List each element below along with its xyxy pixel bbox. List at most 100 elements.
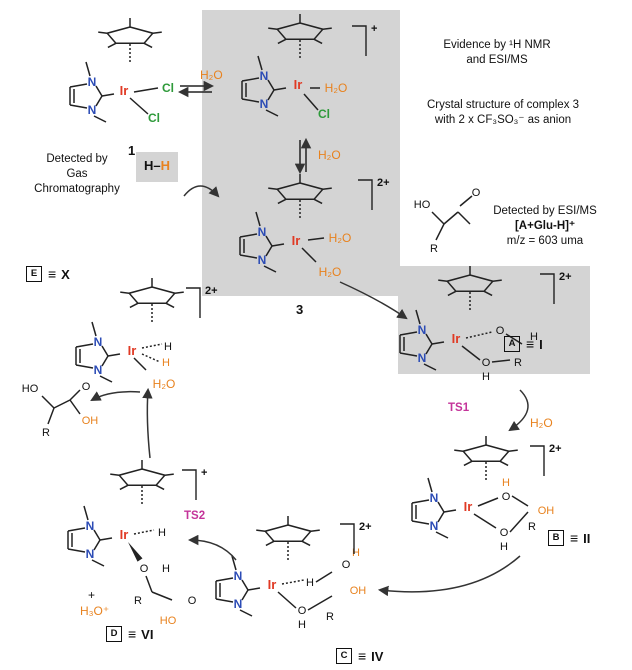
chloride-atom: Cl [318, 107, 330, 121]
cp-methyl-bond [492, 279, 502, 282]
cp-star-ring [127, 286, 177, 305]
intermediate-b-label: B ≡ II [548, 530, 590, 546]
cp-methyl-bond [313, 38, 323, 45]
hydrogen-atom: H [158, 527, 166, 539]
water-equilibrium-label: H₂O [200, 68, 223, 82]
oxygen-atom: O [500, 527, 509, 539]
esi-detection-line2: [A+Glu-H]⁺ [514, 220, 576, 232]
hydrogen-atom: H [298, 619, 306, 631]
cp-methyl-bond [447, 290, 457, 297]
cp-methyl-bond [256, 529, 266, 532]
intermediate-e-box: E [26, 266, 42, 282]
nitrogen-atom: N [86, 519, 95, 533]
compound-3-number: 3 [296, 302, 304, 317]
charge-bracket [358, 179, 373, 210]
iridium-atom: Ir [120, 83, 129, 98]
nhc-bond [241, 77, 260, 82]
nitrogen-atom: N [88, 75, 97, 89]
compound-1-number: 1 [128, 143, 136, 158]
nhc-bond [69, 83, 88, 88]
hydrogen-atom: H [502, 477, 510, 489]
nitrogen-atom: N [86, 547, 95, 561]
carbonyl-bond [459, 195, 473, 207]
equiv-symbol-c: ≡ [358, 648, 366, 664]
ir-water-bond [307, 237, 325, 241]
cp-methyl-bond [107, 42, 117, 49]
substrate-bond [431, 211, 445, 225]
cp-methyl-bond [454, 449, 464, 452]
nhc-bond [241, 589, 249, 601]
chloride-atom: Cl [148, 111, 160, 125]
complex-charge: + [201, 467, 207, 479]
nitrogen-atom: N [258, 253, 267, 267]
ir-cl-bond [133, 87, 159, 93]
charge-bracket [186, 287, 201, 318]
hydrogen-atom: H [306, 577, 314, 589]
equiv-symbol-a: ≡ [526, 336, 534, 352]
cp-methyl-bond [310, 529, 320, 532]
cp-methyl-bond [265, 540, 275, 547]
ir-o-bond [277, 591, 297, 609]
esi-detection-line1: Detected by ESI/MS [493, 205, 597, 217]
cp-methyl-bond [322, 187, 332, 190]
esi-detection-note: Detected by ESI/MS [A+Glu-H]⁺ m/z = 603 … [480, 204, 610, 249]
equiv-symbol-e: ≡ [48, 266, 56, 282]
ir-carbene-bond [431, 341, 445, 345]
oxygen-atom: O [140, 563, 149, 575]
cp-star-ring [275, 22, 325, 41]
crystal-structure-line2: with 2 x CF₃SO₃⁻ as anion [434, 114, 572, 126]
cp-methyl-bond [268, 187, 278, 190]
arrow-c-to-d [187, 534, 237, 561]
carboxyl-hydroxyl: HO [160, 615, 177, 627]
hydrogen-atom: H [162, 357, 170, 369]
nmr-evidence-line2: and ESI/MS [466, 54, 528, 66]
cp-methyl-bond [119, 484, 129, 491]
complex-charge: + [371, 23, 377, 35]
hydrogen-atom: H [482, 371, 490, 383]
charge-bracket [352, 25, 367, 56]
cp-methyl-bond [174, 291, 184, 294]
nhc-bond [399, 331, 418, 336]
carbonyl-bond [69, 389, 81, 401]
nhc-bond [101, 355, 109, 367]
intermediate-d-roman: VI [141, 626, 154, 642]
substrate-bond [457, 211, 471, 225]
hydroxyl-group: HO [22, 383, 39, 395]
nitrogen-atom: N [234, 597, 243, 611]
nitrogen-atom: N [88, 103, 97, 117]
nhc-bond [95, 85, 103, 97]
gc-detection-note: Detected by Gas Chromatography [24, 152, 130, 197]
iridium-atom: Ir [294, 77, 303, 92]
arrow-e-h2-release [183, 185, 220, 198]
hydrogen-atom: H [500, 541, 508, 553]
oxygen-atom: O [502, 491, 511, 503]
hydronium-label: H₃O⁺ [80, 604, 110, 618]
oxygen-atom: O [472, 187, 481, 199]
r-group: R [42, 427, 50, 439]
cp-methyl-bond [438, 279, 448, 282]
nhc-bond [101, 345, 109, 357]
ir-h-dashed [141, 353, 161, 363]
cp-methyl-bond [268, 27, 278, 30]
nhc-bond [69, 104, 88, 109]
nhc-bond [399, 352, 418, 357]
charge-bracket [540, 273, 555, 304]
r-group: R [528, 521, 536, 533]
cp-methyl-bond [499, 460, 509, 467]
r-group: R [514, 357, 522, 369]
cp-star-ring [275, 182, 325, 201]
intermediate-c-label: C ≡ IV [336, 648, 383, 664]
nhc-bond [67, 548, 86, 553]
cp-methyl-bond [164, 473, 174, 476]
charge-bracket [340, 523, 355, 554]
oxygen-atom: O [496, 325, 505, 337]
cp-methyl-bond [110, 473, 120, 476]
n-methyl-bond [423, 363, 437, 371]
ir-h-dashed [133, 529, 155, 535]
oxygen-atom: O [482, 357, 491, 369]
n-methyl-bond [263, 265, 277, 273]
equiv-symbol-b: ≡ [570, 530, 578, 546]
nitrogen-atom: N [94, 363, 103, 377]
iridium-atom: Ir [292, 233, 301, 248]
